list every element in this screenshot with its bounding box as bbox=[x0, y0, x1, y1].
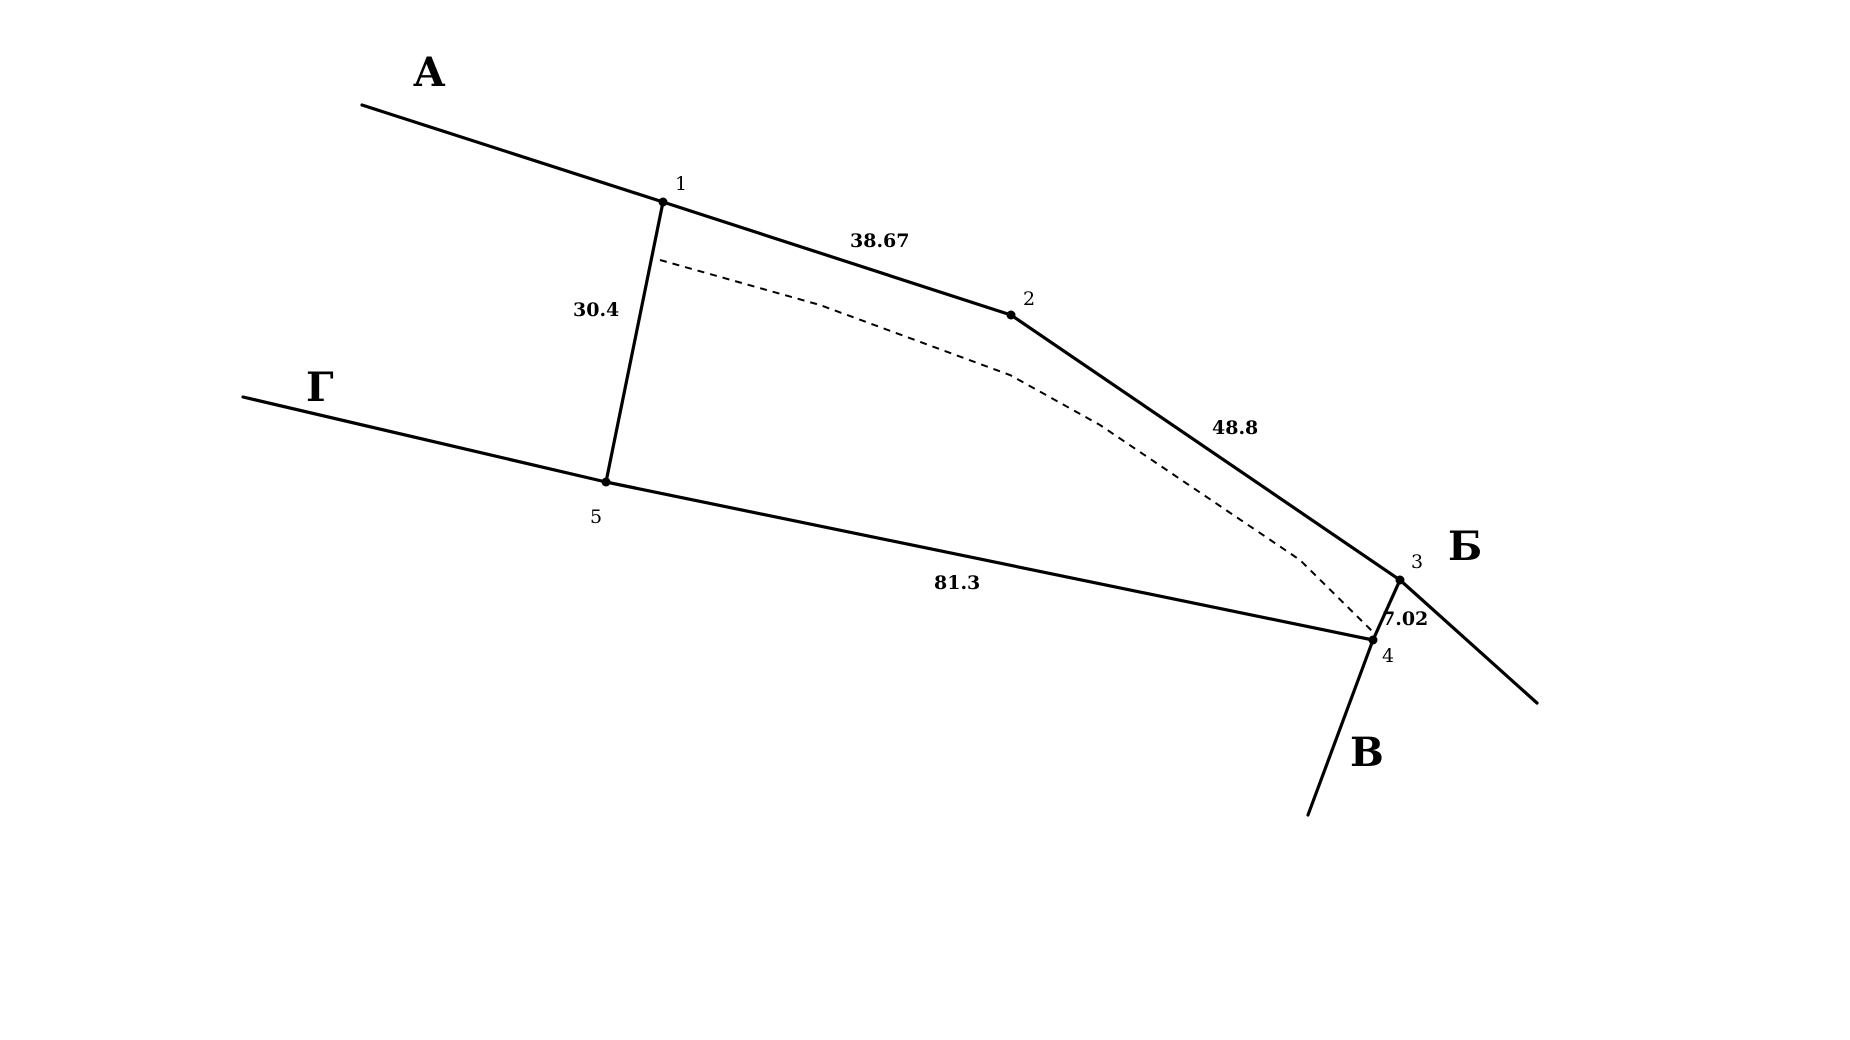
vertex-3 bbox=[1395, 575, 1405, 585]
label-a: А bbox=[413, 49, 446, 96]
boundary-line-a-extension bbox=[360, 103, 665, 204]
point-label-2: 2 bbox=[1023, 288, 1035, 310]
dimension-4-5: 81.3 bbox=[934, 572, 980, 594]
vertex-4 bbox=[1368, 635, 1378, 645]
label-b: Б bbox=[1448, 523, 1482, 570]
dimension-3-4: 7.02 bbox=[1382, 608, 1428, 630]
vertex-2 bbox=[1006, 310, 1016, 320]
segment-3-4 bbox=[1371, 578, 1402, 642]
vertex-1 bbox=[658, 197, 668, 207]
label-v: В bbox=[1350, 729, 1384, 776]
vertex-5 bbox=[601, 477, 611, 487]
segment-5-1 bbox=[604, 200, 665, 484]
boundary-line-b-extension bbox=[1398, 578, 1539, 705]
dimension-5-1: 30.4 bbox=[573, 299, 619, 321]
point-label-4: 4 bbox=[1382, 645, 1394, 667]
boundary-line-g-extension bbox=[241, 395, 608, 484]
boundary-line-v-extension bbox=[1306, 638, 1375, 817]
dimension-1-2: 38.67 bbox=[850, 230, 910, 252]
point-label-3: 3 bbox=[1411, 551, 1423, 573]
label-g: Г bbox=[306, 364, 334, 411]
dashed-inner-boundary bbox=[659, 259, 1374, 633]
point-label-5: 5 bbox=[590, 506, 602, 528]
segment-1-2 bbox=[661, 200, 1013, 317]
segment-2-3 bbox=[1009, 313, 1402, 582]
dimension-2-3: 48.8 bbox=[1212, 417, 1258, 439]
point-label-1: 1 bbox=[675, 173, 687, 195]
segment-4-5 bbox=[604, 480, 1375, 642]
